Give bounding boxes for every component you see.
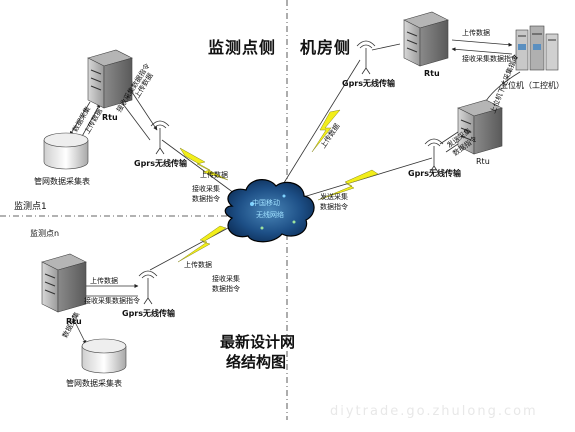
meter-label-bottom: 管网数据采集表	[66, 379, 122, 388]
rtu-label-bottom-left: Rtu	[66, 317, 82, 326]
point-n-label: 监测点n	[30, 229, 60, 238]
gprs-label-top: Gprs无线传输	[342, 79, 395, 88]
mobile-network-cloud	[224, 179, 315, 243]
meter-bottom	[81, 338, 127, 374]
caption-line2: 络结构图	[226, 353, 287, 371]
rtu-label-top-left: Rtu	[102, 113, 118, 122]
rtu-label-right-mid: Rtu	[476, 157, 490, 166]
recv-cmd-a-tl-cloud: 接收采集	[192, 185, 220, 193]
meter-label-top: 管网数据采集表	[34, 177, 90, 186]
rtu-server-top-left	[87, 49, 133, 109]
recv-cmd-b-tl-cloud: 数据指令	[192, 195, 220, 203]
monitor-side-label: 监测点侧	[208, 38, 277, 57]
host-computer	[515, 25, 559, 71]
recv-cmd-b-bl-cloud: 数据指令	[212, 285, 240, 293]
bolt-right	[317, 169, 379, 201]
gprs-antenna-top	[356, 40, 376, 75]
server-side-label: 机房侧	[300, 38, 352, 57]
bolt-top-center	[311, 109, 341, 153]
gprs-antenna-right	[424, 138, 444, 173]
rtu-server-bottom-left	[41, 253, 87, 313]
upload-label-tl-cloud: 上传数据	[200, 171, 228, 179]
rtu-label-top-right: Rtu	[424, 69, 440, 78]
upload-label-bl: 上传数据	[90, 277, 118, 285]
wireless-bolts	[177, 109, 379, 263]
cloud-label-line2: 无线网络	[256, 211, 284, 219]
rtu-server-top-right	[403, 11, 449, 67]
point-1-label: 监测点1	[14, 202, 47, 212]
bolt-bottom-left	[177, 225, 227, 263]
caption-line1: 最新设计网	[220, 333, 296, 351]
host-label: 上位机（工控机）	[500, 81, 564, 90]
bolt-top-left	[179, 147, 229, 181]
gprs-antenna-top-left	[150, 120, 170, 155]
gprs-antenna-bottom-left	[138, 270, 158, 305]
upload-label-right-top: 上传数据	[462, 29, 490, 37]
gprs-label-right: Gprs无线传输	[408, 169, 461, 178]
gprs-label-top-left: Gprs无线传输	[134, 159, 187, 168]
rtu-server-right-mid	[457, 99, 503, 155]
gprs-label-bottom-left: Gprs无线传输	[122, 309, 175, 318]
recv-cmd-label-right-top: 接收采集数据指令	[462, 55, 518, 63]
recv-cmd-a-bl-cloud: 接收采集	[212, 275, 240, 283]
send-cmd-b-cloud: 数据指令	[320, 203, 348, 211]
send-cmd-a-cloud: 发送采集	[320, 193, 348, 201]
recv-cmd-label-bl: 接收采集数据指令	[84, 297, 140, 305]
upload-label-bl-cloud: 上传数据	[184, 261, 212, 269]
cloud-label-line1: 中国移动	[252, 199, 280, 207]
watermark: diytrade.go.zhulong.com	[330, 404, 538, 419]
meter-top	[43, 132, 89, 170]
